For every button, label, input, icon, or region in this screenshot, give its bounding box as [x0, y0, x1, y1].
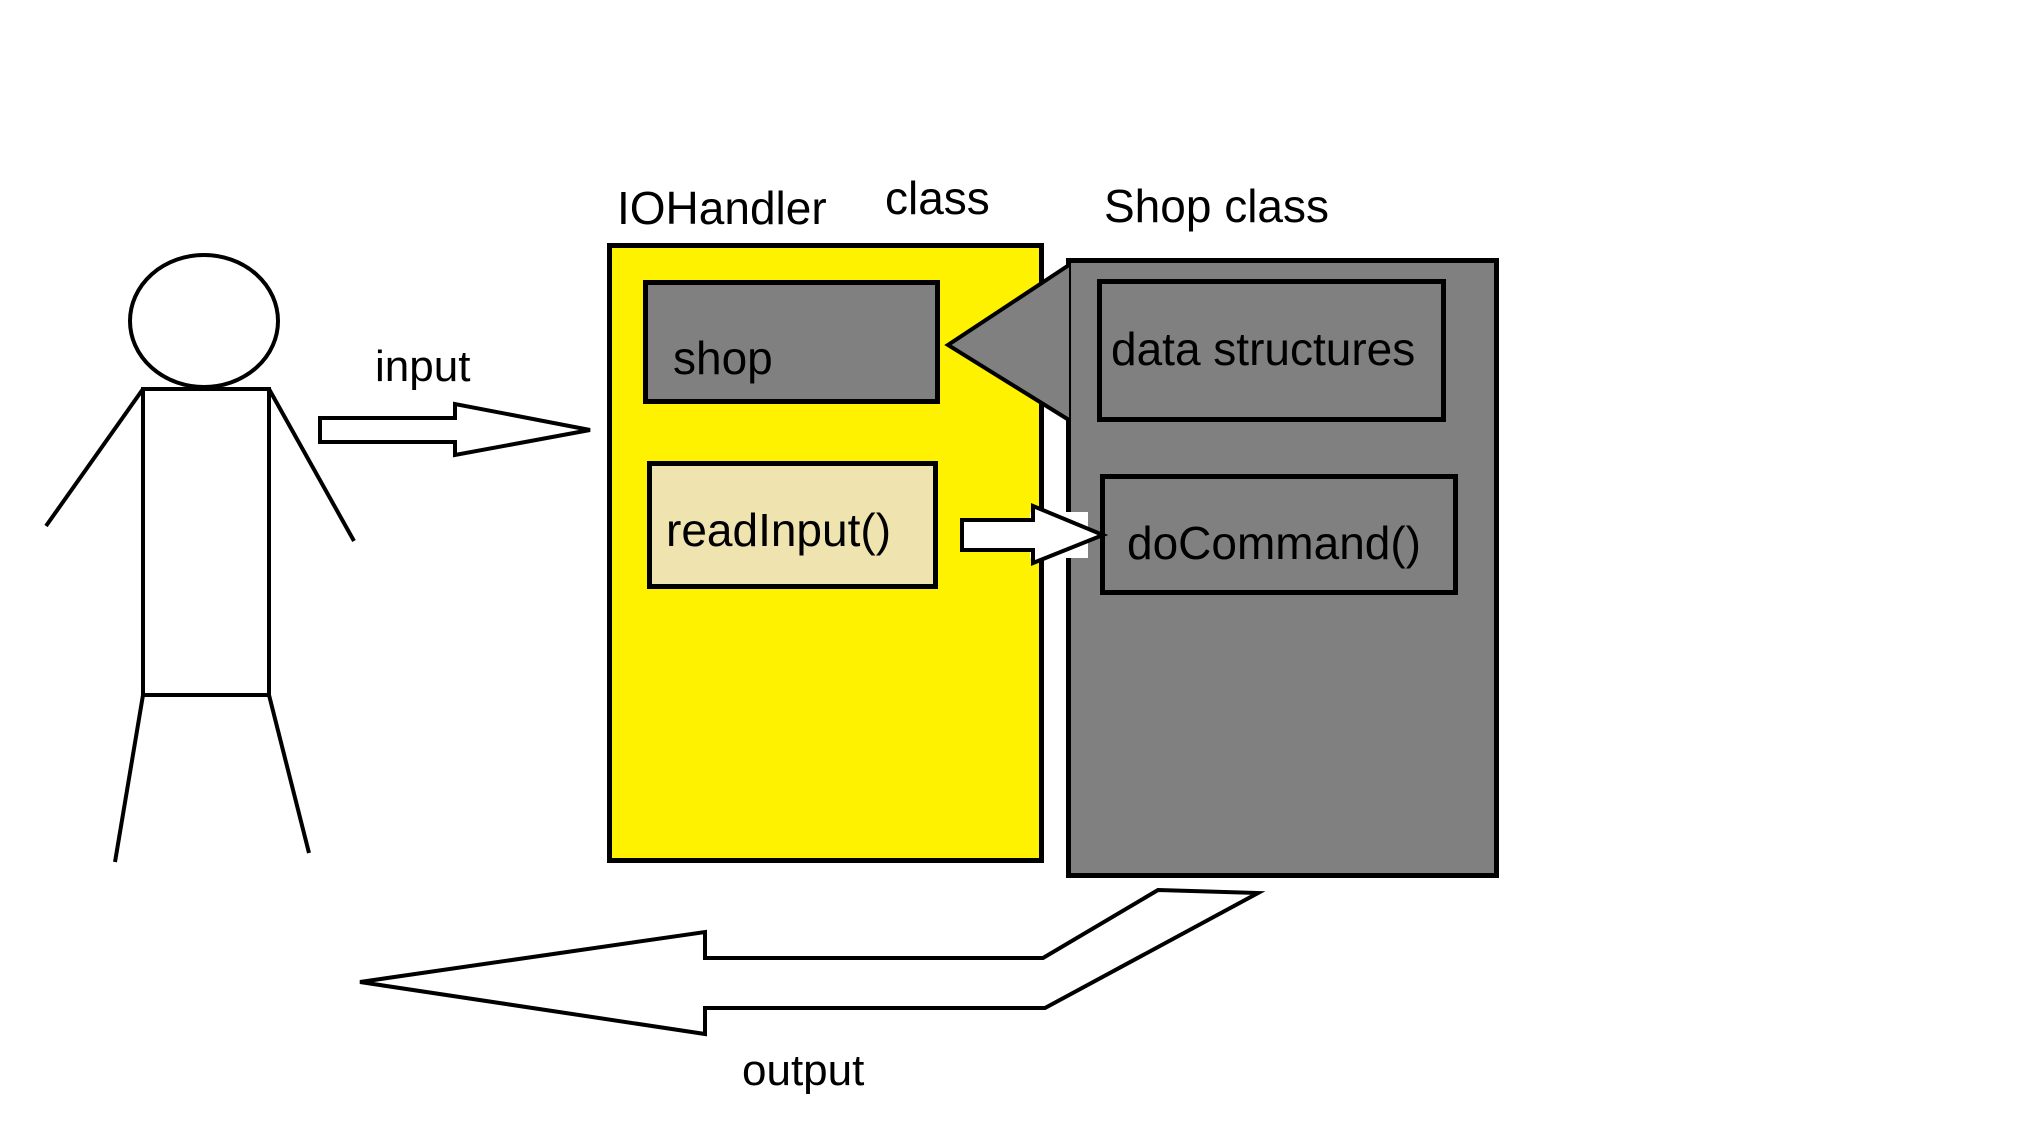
user-right-leg: [267, 694, 311, 854]
output-label: output: [742, 1046, 865, 1095]
shop-member-label: shop: [673, 332, 773, 384]
read-to-command-arrow: [960, 503, 1109, 566]
user-left-leg: [113, 694, 145, 863]
user-right-arm: [267, 388, 356, 542]
input-label: input: [375, 342, 471, 391]
shop-member-box: [643, 280, 940, 404]
do-command-method-box: [1100, 474, 1458, 595]
input-arrow: [318, 401, 591, 458]
do-command-method-label: doCommand(): [1127, 517, 1421, 569]
shop-class-title: Shop class: [1104, 180, 1330, 232]
user-left-arm: [44, 387, 145, 528]
data-structures-box: [1097, 279, 1446, 422]
data-structures-label: data structures: [1111, 323, 1416, 375]
read-input-method-label: readInput(): [666, 504, 892, 556]
iohandler-class-keyword: class: [885, 172, 990, 224]
user-body: [141, 387, 271, 697]
iohandler-class-name: IOHandler: [617, 182, 827, 234]
read-input-method-box: [647, 461, 938, 589]
output-arrow: [359, 887, 1266, 1037]
